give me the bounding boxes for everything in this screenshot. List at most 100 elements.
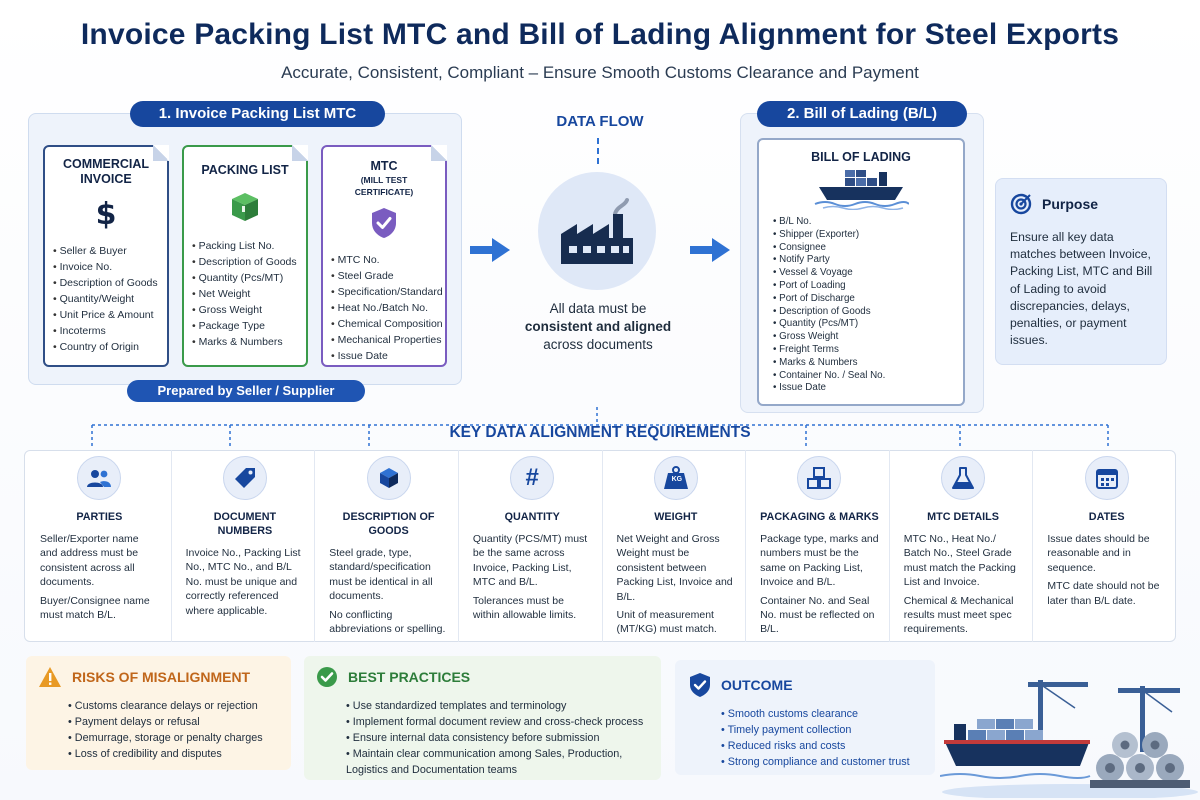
list-item: Chemical Composition [331, 316, 443, 332]
list-item: Invoice No. [53, 259, 159, 275]
requirement-dates: DATES Issue dates should be reasonable a… [1033, 450, 1176, 642]
list-item: Description of Goods [773, 306, 963, 319]
requirement-title: DESCRIPTION OF GOODS [342, 511, 435, 537]
section2-label: 2. Bill of Lading (B/L) [757, 101, 967, 127]
box-icon [192, 190, 298, 226]
cube-icon [366, 456, 411, 500]
mtc-items: MTC No. Steel Grade Specification/Standa… [331, 252, 443, 364]
outcome-list: Smooth customs clearance Timely payment … [721, 706, 935, 770]
dataflow-connector [597, 138, 599, 164]
requirement-text: No conflicting abbreviations or spelling… [329, 608, 446, 636]
list-item: MTC No. [331, 252, 437, 268]
list-item: Container No. / Seal No. [773, 370, 963, 383]
list-item: Net Weight [192, 286, 298, 302]
list-item: Mechanical Properties [331, 332, 442, 348]
bill-of-lading-card: BILL OF LADING B/L No. Shipper (Exporter… [757, 138, 965, 406]
requirement-text: Unit of measurement (MT/KG) must match. [616, 609, 717, 636]
list-item: Incoterms [53, 323, 159, 339]
list-item: Reduced risks and costs [721, 738, 935, 754]
list-item: Maintain clear communication among Sales… [346, 746, 649, 778]
prepared-by-label: Prepared by Seller / Supplier [127, 380, 365, 402]
requirement-text: Net Weight and Gross Weight must be cons… [616, 533, 733, 603]
list-item: Vessel & Voyage [773, 267, 963, 280]
dollar-icon: $ [95, 197, 117, 232]
list-item: Issue Date [773, 382, 963, 395]
mtc-title: MTC [370, 159, 398, 173]
arrow-right-icon [470, 238, 510, 262]
invoice-title-line1: COMMERCIAL [62, 157, 150, 171]
requirement-title: PACKAGING & MARKS [760, 511, 879, 523]
list-item: Demurrage, storage or penalty charges [68, 730, 291, 746]
requirement-text: Tolerances must be within allowable limi… [472, 594, 577, 622]
list-item: Package Type [192, 318, 298, 334]
list-item: Country of Origin [53, 339, 159, 355]
check-circle-icon [316, 666, 338, 688]
list-item: Quantity (Pcs/MT) [773, 318, 963, 331]
requirement-text: Quantity (PCS/MT) must be the same acros… [472, 533, 588, 589]
section1-label: 1. Invoice Packing List MTC [130, 101, 385, 127]
arrow-right-icon [690, 238, 730, 262]
commercial-invoice-card: COMMERCIAL INVOICE $ Seller & Buyer Invo… [43, 145, 169, 367]
purpose-text: Ensure all key data matches between Invo… [1010, 230, 1153, 348]
list-item: Implement formal document review and cro… [346, 714, 649, 730]
requirement-quantity: # QUANTITY Quantity (PCS/MT) must be the… [459, 450, 603, 642]
list-item: Steel Grade [331, 268, 437, 284]
list-item: Port of Discharge [773, 293, 963, 306]
list-item: Description of Goods [192, 254, 298, 270]
packing-items: Packing List No. Description of Goods Qu… [192, 238, 298, 350]
requirement-text: MTC date should not be later than B/L da… [1047, 580, 1160, 607]
dataflow-text-line3: across documents [543, 337, 653, 352]
list-item: Gross Weight [192, 302, 298, 318]
requirement-text: Invoice No., Packing List No., MTC No., … [185, 547, 301, 617]
list-item: Quantity/Weight [53, 291, 159, 307]
hash-icon: # [510, 456, 555, 500]
shield-check-icon [331, 206, 437, 242]
list-item: Unit Price & Amount [53, 307, 159, 323]
requirements-grid: PARTIES Seller/Exporter name and address… [24, 450, 1176, 642]
dataflow-text-line2: consistent and aligned [524, 319, 672, 334]
requirement-parties: PARTIES Seller/Exporter name and address… [24, 450, 172, 642]
list-item: Strong compliance and customer trust [721, 754, 935, 770]
calendar-icon [1084, 456, 1129, 500]
best-practices-card: BEST PRACTICES Use standardized template… [304, 656, 661, 780]
risks-list: Customs clearance delays or rejection Pa… [68, 698, 291, 762]
requirement-text: Container No. and Seal No. must be refle… [760, 594, 875, 636]
requirements-title: KEY DATA ALIGNMENT REQUIREMENTS [449, 424, 751, 441]
requirement-text: Steel grade, type, standard/specificatio… [329, 547, 433, 603]
requirement-title: MTC DETAILS [927, 511, 999, 523]
weight-icon-label: KG [671, 476, 683, 483]
list-item: Specification/Standard [331, 284, 443, 300]
requirement-text: Package type, marks and numbers must be … [760, 533, 879, 589]
dataflow-text: All data must be consistent and aligned … [500, 300, 696, 354]
risks-card: RISKS OF MISALIGNMENT Customs clearance … [26, 656, 291, 770]
list-item: Port of Loading [773, 280, 963, 293]
best-practices-title: BEST PRACTICES [348, 669, 471, 685]
list-item: Timely payment collection [721, 722, 935, 738]
list-item: Heat No./Batch No. [331, 300, 437, 316]
packing-list-card: PACKING LIST Packing List No. Descriptio… [182, 145, 308, 367]
list-item: Payment delays or refusal [68, 714, 291, 730]
requirement-title: QUANTITY [504, 511, 560, 523]
shield-check-icon [689, 672, 711, 698]
mtc-title-sub: (MILL TEST CERTIFICATE) [354, 175, 414, 197]
list-item: Quantity (Pcs/MT) [192, 270, 298, 286]
list-item: Smooth customs clearance [721, 706, 935, 722]
requirement-text: Issue dates should be reasonable and in … [1047, 533, 1150, 574]
ship-icon [759, 170, 963, 210]
page-title: Invoice Packing List MTC and Bill of Lad… [80, 18, 1120, 51]
requirement-weight: KG WEIGHT Net Weight and Gross Weight mu… [603, 450, 747, 642]
bl-items: B/L No. Shipper (Exporter) Consignee Not… [773, 216, 963, 395]
purpose-card: Purpose Ensure all key data matches betw… [995, 178, 1167, 365]
requirement-text: Chemical & Mechanical results must meet … [903, 594, 1014, 636]
mtc-card: MTC (MILL TEST CERTIFICATE) MTC No. Stee… [321, 145, 447, 367]
list-item: B/L No. [773, 216, 963, 229]
best-practices-list: Use standardized templates and terminolo… [346, 698, 649, 778]
boxes-icon [797, 456, 842, 500]
list-item: Marks & Numbers [192, 334, 298, 350]
list-item: Gross Weight [773, 331, 963, 344]
requirement-mtc-details: MTC DETAILS MTC No., Heat No./ Batch No.… [890, 450, 1034, 642]
flask-icon [941, 456, 986, 500]
risks-title: RISKS OF MISALIGNMENT [72, 669, 251, 685]
list-item: Marks & Numbers [773, 357, 963, 370]
list-item: Seller & Buyer [53, 243, 159, 259]
